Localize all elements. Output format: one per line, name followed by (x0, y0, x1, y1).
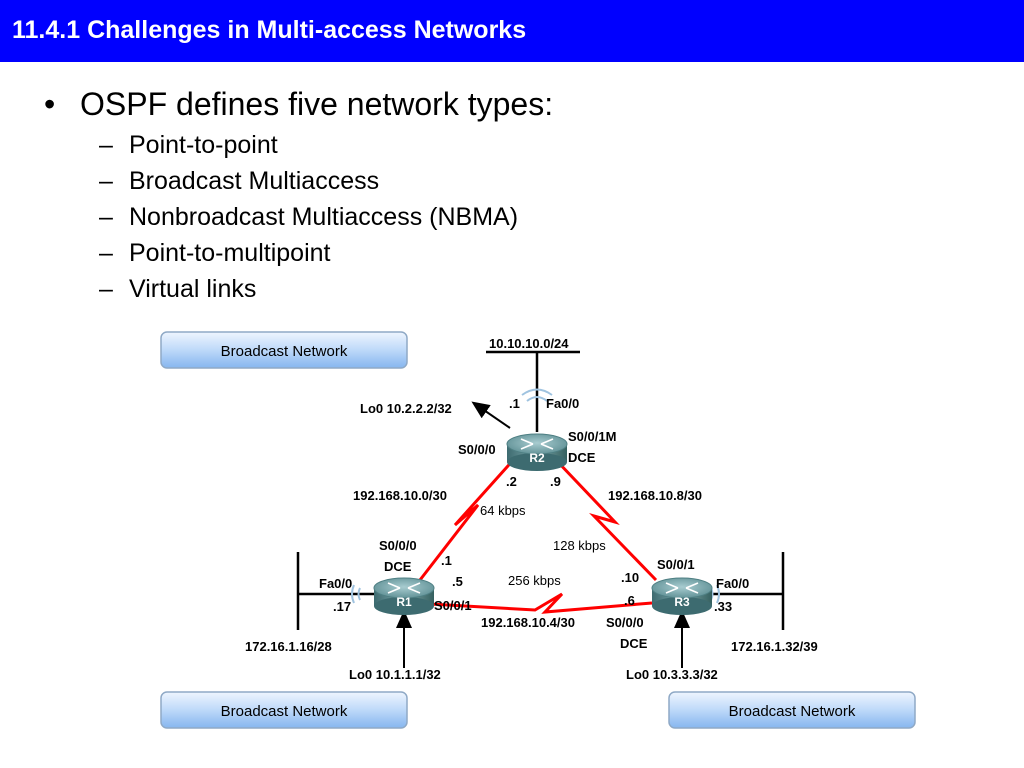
label-r2-s000: S0/0/0 (458, 442, 496, 457)
label-r3-dce: DCE (620, 636, 648, 651)
router-label: R3 (674, 595, 690, 609)
sub-bullet-3: –Nonbroadcast Multiaccess (NBMA) (99, 203, 519, 231)
router-label: R1 (396, 595, 412, 609)
label-r1-ip5: .5 (452, 574, 463, 589)
label-r3-fa: Fa0/0 (716, 576, 749, 591)
label-bw-left: 64 kbps (480, 503, 526, 518)
serial-link-r2-r3 (554, 458, 658, 582)
label-lan-right: 172.16.1.32/39 (731, 639, 818, 654)
broadcast-network-button-top[interactable]: Broadcast Network (160, 331, 408, 369)
broadcast-network-label: Broadcast Network (221, 343, 348, 360)
label-r2-fa-ip: .1 (509, 396, 520, 411)
label-net-bottom: 192.168.10.4/30 (481, 615, 575, 630)
broadcast-network-label: Broadcast Network (221, 703, 348, 720)
router-label: R2 (529, 451, 545, 465)
label-net-right: 192.168.10.8/30 (608, 488, 702, 503)
label-r3-ip6: .6 (624, 593, 635, 608)
label-r3-s001: S0/0/1 (657, 557, 695, 572)
broadcast-network-button-bottom-left[interactable]: Broadcast Network (160, 691, 408, 729)
lan-top (486, 350, 580, 432)
broadcast-network-label: Broadcast Network (729, 703, 856, 720)
label-r1-dce: DCE (384, 559, 412, 574)
label-r3-ip10: .10 (621, 570, 639, 585)
label-net-left: 192.168.10.0/30 (353, 488, 447, 503)
bullet-list: • OSPF defines five network types: –Point… (0, 0, 1024, 320)
label-r2-fa: Fa0/0 (546, 396, 579, 411)
label-r2-s001: S0/0/1M (568, 429, 616, 444)
label-r1-s001: S0/0/1 (434, 598, 472, 613)
label-r3-s000: S0/0/0 (606, 615, 644, 630)
bullet-dot: • (44, 86, 56, 122)
label-r3-ip33: .33 (714, 599, 732, 614)
sub-bullet-2: –Broadcast Multiaccess (99, 167, 380, 195)
label-r1-lo: Lo0 10.1.1.1/32 (349, 667, 441, 682)
label-r2-dce: DCE (568, 450, 596, 465)
lan-left (296, 552, 382, 630)
loopback-arrow-r2 (471, 401, 511, 429)
router-arrows-icon (387, 582, 421, 594)
diagram-labels: 10.10.10.0/24 .1 Fa0/0 Lo0 10.2.2.2/32 S… (245, 336, 818, 682)
label-r2-lo: Lo0 10.2.2.2/32 (360, 401, 452, 416)
label-r2-ip9: .9 (550, 474, 561, 489)
label-r1-ip17: .17 (333, 599, 351, 614)
broadcast-network-button-bottom-right[interactable]: Broadcast Network (668, 691, 916, 729)
label-r1-ip1: .1 (441, 553, 452, 568)
label-r2-ip2: .2 (506, 474, 517, 489)
router-r3: R3 (651, 577, 713, 615)
router-arrows-icon (520, 438, 554, 450)
sub-bullet-text: Virtual links (129, 275, 257, 303)
router-arrows-icon (665, 582, 699, 594)
bullet-main-text: OSPF defines five network types: (80, 86, 554, 122)
sub-bullet-1: –Point-to-point (99, 131, 278, 159)
sub-bullet-text: Point-to-point (129, 131, 278, 159)
label-r3-lo: Lo0 10.3.3.3/32 (626, 667, 718, 682)
title-bar: 11.4.1 Challenges in Multi-access Networ… (0, 0, 1024, 62)
bullet-main: • OSPF defines five network types: (44, 86, 553, 123)
label-bw-right: 128 kbps (553, 538, 606, 553)
router-r1: R1 (373, 577, 435, 615)
sub-bullet-4: –Point-to-multipoint (99, 239, 331, 267)
label-lan-left: 172.16.1.16/28 (245, 639, 332, 654)
label-r1-s000: S0/0/0 (379, 538, 417, 553)
sub-bullet-text: Broadcast Multiaccess (129, 167, 380, 195)
lan-right (700, 552, 785, 630)
label-bw-bottom: 256 kbps (508, 573, 561, 588)
router-r2: R2 (506, 433, 568, 471)
sub-bullet-5: –Virtual links (99, 275, 257, 303)
serial-link-r1-r3 (429, 592, 653, 614)
label-r1-fa: Fa0/0 (319, 576, 352, 591)
serial-link-r1-r2 (418, 456, 517, 581)
slide-title: 11.4.1 Challenges in Multi-access Networ… (12, 16, 527, 44)
sub-bullet-text: Point-to-multipoint (129, 239, 331, 267)
sub-bullet-text: Nonbroadcast Multiaccess (NBMA) (129, 203, 519, 231)
label-net-top: 10.10.10.0/24 (489, 336, 569, 351)
